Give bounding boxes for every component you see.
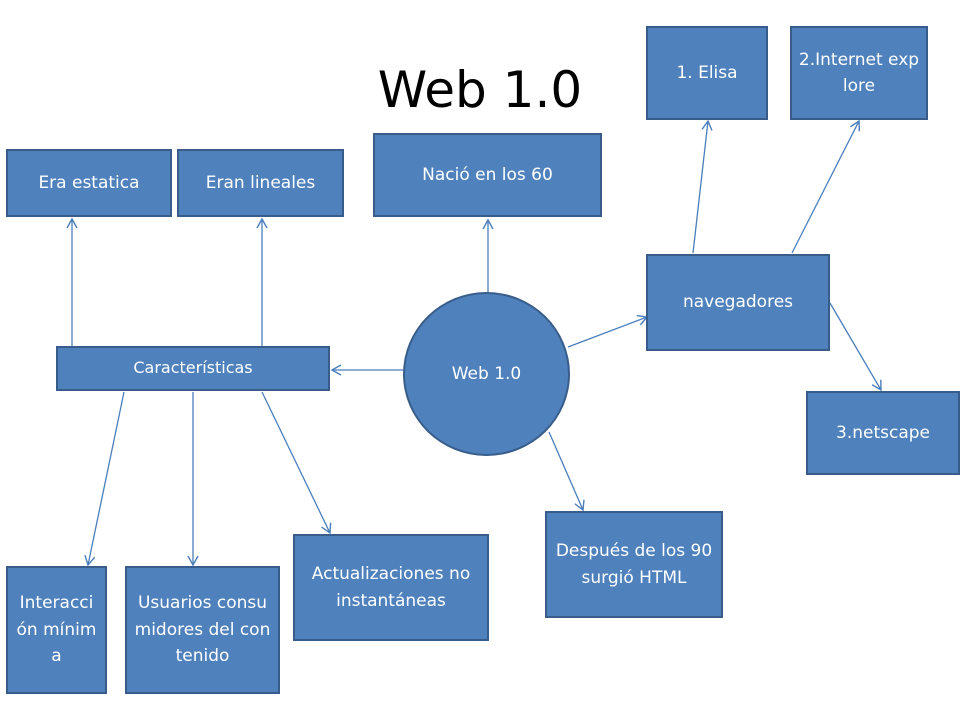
connector-navegadores-to-internet-explore: [791, 119, 861, 254]
node-usuarios: Usuarios consumidores del contenido: [125, 566, 280, 694]
node-internet-explore: 2.Internet explore: [790, 26, 928, 120]
connector-center-to-navegadores: [567, 314, 649, 348]
node-nacio: Nació en los 60: [373, 133, 602, 217]
node-eran-lineales: Eran lineales: [177, 149, 344, 217]
center-node-web10: Web 1.0: [403, 292, 570, 456]
node-actualizaciones: Actualizaciones no instantáneas: [293, 534, 489, 641]
connector-caracteristicas-to-interaccion: [84, 391, 125, 567]
node-elisa: 1. Elisa: [646, 26, 768, 120]
node-interaccion: Interacción mínima: [6, 566, 107, 694]
node-netscape: 3.netscape: [806, 391, 960, 475]
connector-navegadores-to-elisa: [692, 119, 713, 254]
node-caracteristicas: Características: [56, 346, 330, 391]
slide-title: Web 1.0: [377, 61, 583, 119]
node-era-estatica: Era estatica: [6, 149, 172, 217]
connector-navegadores-to-netscape: [829, 302, 882, 392]
connector-caracteristicas-to-actualizaciones: [261, 391, 332, 535]
connector-center-to-html: [548, 431, 585, 512]
node-html: Después de los 90 surgió HTML: [545, 511, 723, 618]
node-navegadores: navegadores: [646, 254, 830, 351]
